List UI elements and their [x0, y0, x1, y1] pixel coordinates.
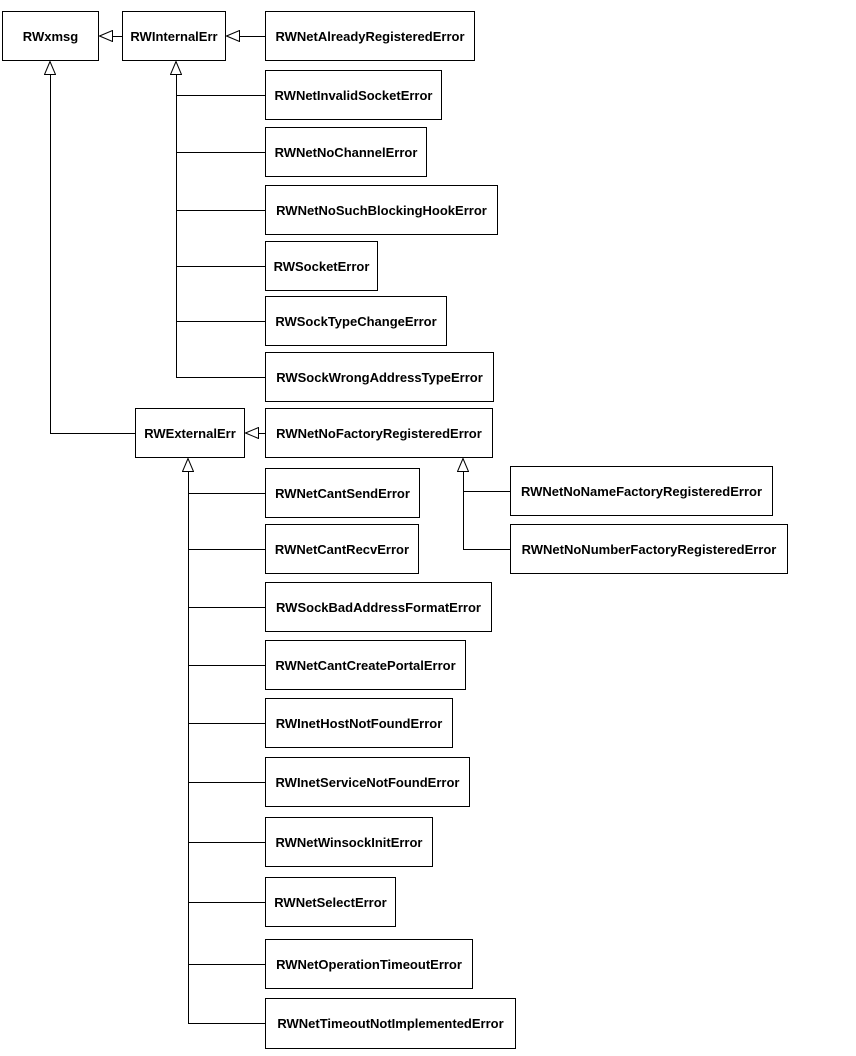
edge-line	[50, 74, 51, 434]
class-box-rwnetcantrecverror: RWNetCantRecvError	[265, 524, 419, 574]
class-box-rwnetnonamefactoryregisterederror: RWNetNoNameFactoryRegisteredError	[510, 466, 773, 516]
edge-line	[176, 95, 265, 96]
edge-line	[463, 491, 510, 492]
class-box-rwsocketerror: RWSocketError	[265, 241, 378, 291]
class-box-rwnetnonumberfactoryregisterederror: RWNetNoNumberFactoryRegisteredError	[510, 524, 788, 574]
edge-line	[188, 902, 265, 903]
edge-line	[176, 210, 265, 211]
class-box-rwnetoperationtimeouterror: RWNetOperationTimeoutError	[265, 939, 473, 989]
generalization-arrowhead-icon	[226, 30, 240, 42]
edge-line	[176, 266, 265, 267]
edge-line	[176, 152, 265, 153]
class-box-rwinethostnotfounderror: RWInetHostNotFoundError	[265, 698, 453, 748]
class-box-rwsockwrongaddresstypeerror: RWSockWrongAddressTypeError	[265, 352, 494, 402]
generalization-arrowhead-icon	[99, 30, 113, 42]
edge-line	[188, 723, 265, 724]
class-box-rwnetnochannelerror: RWNetNoChannelError	[265, 127, 427, 177]
edge-line	[112, 36, 122, 37]
class-box-rwnetcantsenderror: RWNetCantSendError	[265, 468, 420, 518]
generalization-arrowhead-icon	[245, 427, 259, 439]
class-box-rwexternalerr: RWExternalErr	[135, 408, 245, 458]
class-box-rwsockbadaddressformaterror: RWSockBadAddressFormatError	[265, 582, 492, 632]
class-box-rwnetalreadyregisterederror: RWNetAlreadyRegisteredError	[265, 11, 475, 61]
edge-line	[176, 377, 265, 378]
class-box-rwnetnofactoryregisterederror: RWNetNoFactoryRegisteredError	[265, 408, 493, 458]
generalization-arrowhead-icon	[170, 61, 182, 75]
class-box-rwnetinvalidsocketerror: RWNetInvalidSocketError	[265, 70, 442, 120]
generalization-arrowhead-icon	[182, 458, 194, 472]
class-box-rwxmsg: RWxmsg	[2, 11, 99, 61]
edge-line	[463, 549, 510, 550]
edge-line	[188, 782, 265, 783]
edge-line	[258, 433, 265, 434]
class-box-rwsocktypechangeerror: RWSockTypeChangeError	[265, 296, 447, 346]
edge-line	[176, 321, 265, 322]
edge-line	[188, 1023, 265, 1024]
edge-line	[188, 471, 189, 1024]
edge-line	[188, 493, 265, 494]
generalization-arrowhead-icon	[44, 61, 56, 75]
class-box-rwnettimeoutnotimplementederror: RWNetTimeoutNotImplementedError	[265, 998, 516, 1049]
edge-line	[176, 74, 177, 378]
class-box-rwnetcantcreateportalerror: RWNetCantCreatePortalError	[265, 640, 466, 690]
class-box-rwinternalerr: RWInternalErr	[122, 11, 226, 61]
edge-line	[188, 964, 265, 965]
edge-line	[50, 433, 135, 434]
edge-line	[188, 607, 265, 608]
edge-line	[188, 842, 265, 843]
class-box-rwinetservicenotfounderror: RWInetServiceNotFoundError	[265, 757, 470, 807]
edge-line	[463, 471, 464, 550]
class-box-rwnetnosuchblockinghookerror: RWNetNoSuchBlockingHookError	[265, 185, 498, 235]
class-box-rwnetwinsockiniterror: RWNetWinsockInitError	[265, 817, 433, 867]
class-box-rwnetselecterror: RWNetSelectError	[265, 877, 396, 927]
edge-line	[239, 36, 265, 37]
generalization-arrowhead-icon	[457, 458, 469, 472]
edge-line	[188, 665, 265, 666]
edge-line	[188, 549, 265, 550]
